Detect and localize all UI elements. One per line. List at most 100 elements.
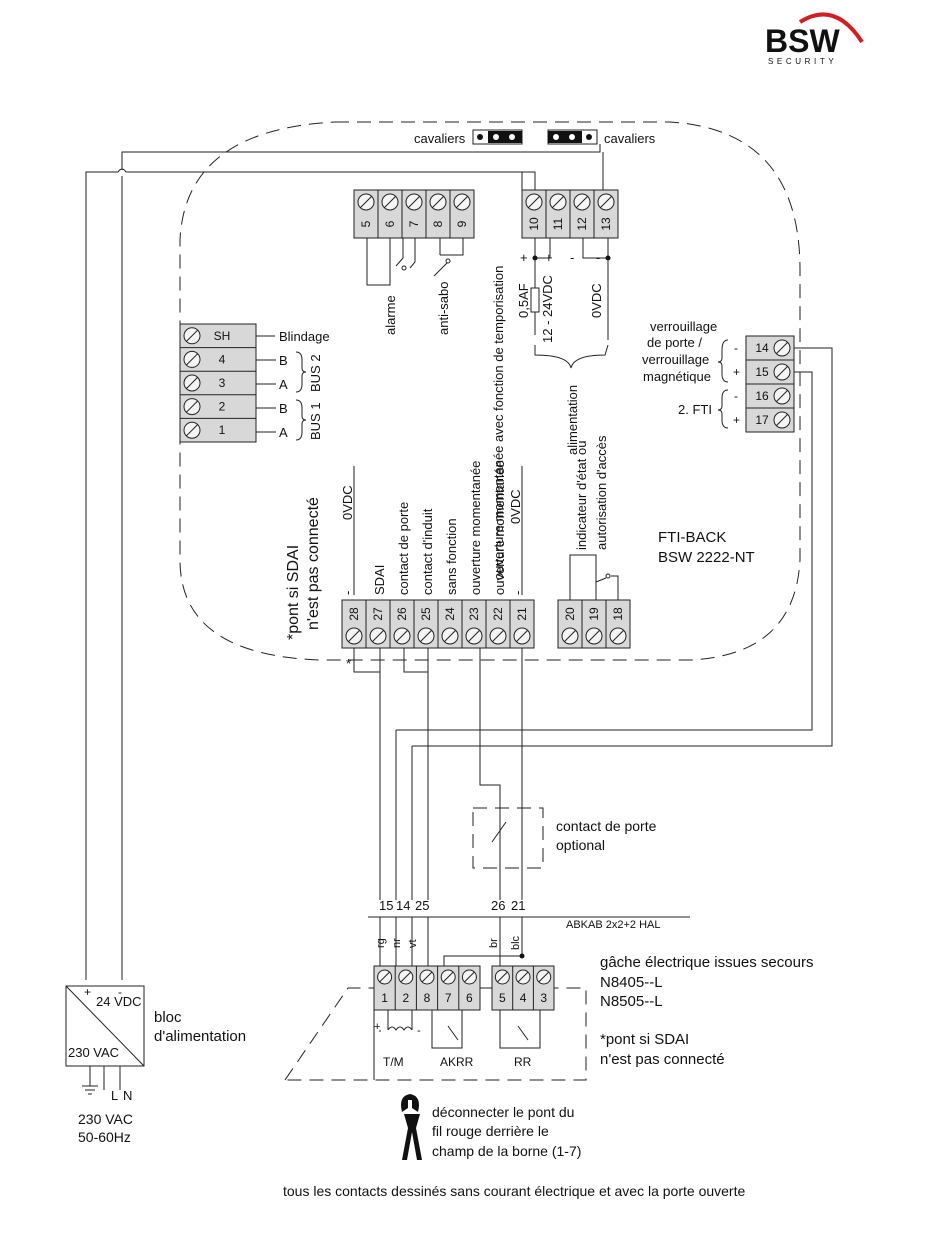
jumpers: cavaliers cavaliers xyxy=(414,129,656,146)
zero-vdc-left: 0VDC xyxy=(340,485,355,520)
label-24: sans fonction xyxy=(444,518,459,595)
device-name: FTI-BACK xyxy=(658,529,726,546)
cutter-note-1: déconnecter le pont du xyxy=(432,1104,574,1120)
screw-slot xyxy=(528,196,540,208)
label-25: contact d'induit xyxy=(420,508,435,595)
tm-label: T/M xyxy=(383,1055,404,1069)
label-26: contact de porte xyxy=(396,502,411,595)
jumper-right-label: cavaliers xyxy=(604,131,656,146)
screw-slot xyxy=(776,366,788,378)
sign-15: + xyxy=(733,365,740,379)
zero-vdc-right: 0VDC xyxy=(508,489,523,524)
jumper-left-label: cavaliers xyxy=(414,131,466,146)
label-27: SDAI xyxy=(372,565,387,595)
sign-14: - xyxy=(734,341,738,355)
lock-label-3: verrouillage xyxy=(642,352,709,367)
akrr-label: AKRR xyxy=(440,1055,474,1069)
terminal-number: 10 xyxy=(527,217,541,231)
psu-plus: + xyxy=(84,985,91,999)
sign-12: - xyxy=(570,250,574,265)
terminal-number: 28 xyxy=(347,607,361,621)
tm-minus: - xyxy=(417,1025,421,1037)
wire-cutter-icon xyxy=(401,1094,422,1160)
bus1-label: BUS 1 xyxy=(308,402,323,440)
screw-slot xyxy=(776,390,788,402)
psu-l: L xyxy=(111,1088,118,1103)
status-label-1: indicateur d'état ou xyxy=(574,441,589,550)
psu-input-1: 230 VAC xyxy=(78,1111,133,1127)
temporisation-label: ouverture momentanée avec fonction de te… xyxy=(491,266,506,580)
screw-slot xyxy=(348,630,360,642)
cutter-note-2: fil rouge derrière le xyxy=(432,1123,549,1139)
anti-sabo-label: anti-sabo xyxy=(436,282,451,335)
screw-slot xyxy=(186,377,198,389)
strike-model-2: N8505--L xyxy=(600,993,663,1010)
bus2-label: BUS 2 xyxy=(308,354,323,392)
terminal-number: 5 xyxy=(359,220,373,227)
terminal-number: 9 xyxy=(455,220,469,227)
terminal-number: 19 xyxy=(587,607,601,621)
screw-slot xyxy=(442,971,454,983)
label-22: ouverture momentanée xyxy=(492,461,507,595)
terminal-number: 23 xyxy=(467,607,481,621)
alimentation-label: alimentation xyxy=(565,385,580,455)
status-label-2: autorisation d'accès xyxy=(594,435,609,550)
terminal-number: 20 xyxy=(563,607,577,621)
sign-16: - xyxy=(734,389,738,403)
terminal-block-5-9: 5 6 7 8 9 xyxy=(353,189,475,239)
supply-label: 12 - 24VDC xyxy=(540,275,555,343)
screw-slot xyxy=(186,400,198,413)
logo-main: BSW xyxy=(765,23,840,59)
footer-note: tous les contacts dessinés sans courant … xyxy=(283,1183,745,1199)
strike-note-1: *pont si SDAI xyxy=(600,1031,689,1048)
terminal-number: 7 xyxy=(407,220,421,227)
screw-slot xyxy=(576,196,588,208)
screw-slot xyxy=(588,630,600,642)
screw-slot xyxy=(384,196,396,208)
fti2-label: 2. FTI xyxy=(678,402,712,417)
optional-door-contact: contact de porte optional xyxy=(472,807,657,869)
terminal-number: 4 xyxy=(219,352,226,366)
psu-label-1: bloc xyxy=(154,1009,182,1026)
cutter-note-3: champ de la borne (1-7) xyxy=(432,1143,581,1159)
cable-color-blc: blc xyxy=(510,935,522,950)
cable-color-nr: nr xyxy=(391,938,403,948)
screw-slot xyxy=(464,971,475,983)
bus-label-sh: Blindage xyxy=(279,329,330,344)
housing-outline xyxy=(179,121,801,661)
label-23: ouverture momentanée xyxy=(468,461,483,595)
cable-num-15: 15 xyxy=(379,898,393,913)
screw-slot xyxy=(497,971,508,983)
psu-label-2: d'alimentation xyxy=(154,1028,246,1045)
screw-slot xyxy=(400,971,412,983)
terminal-number: 3 xyxy=(540,991,547,1005)
terminal-number: 7 xyxy=(445,991,452,1005)
screw-slot xyxy=(517,971,529,983)
terminal-number: 12 xyxy=(575,217,589,231)
terminal-number: 25 xyxy=(419,607,433,621)
lock-label-2: de porte / xyxy=(647,335,702,350)
sdai-note-2: n'est pas connecté xyxy=(305,497,322,630)
screw-slot xyxy=(612,630,624,642)
terminal-number: 8 xyxy=(431,220,445,227)
cable-name: ABKAB 2x2+2 HAL xyxy=(566,919,660,931)
lock-label-1: verrouillage xyxy=(650,319,717,334)
bus-label-1: A xyxy=(279,425,288,440)
terminal-number: 6 xyxy=(383,220,397,227)
door-contact-line2: optional xyxy=(556,837,605,853)
screw-slot xyxy=(552,196,564,208)
terminal-number: 11 xyxy=(551,217,565,230)
terminal-number: 4 xyxy=(520,991,527,1005)
bus-label-2: B xyxy=(279,401,288,416)
screw-slot xyxy=(600,196,612,208)
terminal-number: 15 xyxy=(755,365,769,379)
screw-slot xyxy=(186,353,198,366)
screw-slot xyxy=(432,196,444,208)
screw-slot xyxy=(186,329,198,342)
terminal-number: 18 xyxy=(611,607,625,621)
sdai-note-1: *pont si SDAI xyxy=(285,545,302,640)
